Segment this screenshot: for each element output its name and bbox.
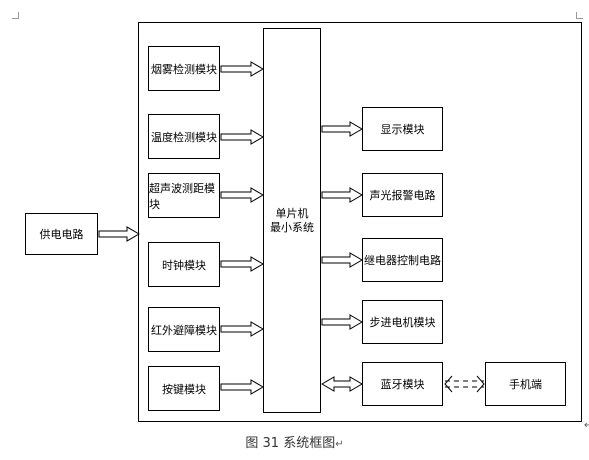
- arrow-ultrasonic-to-mcu: [220, 187, 264, 203]
- temp-detect-block: 温度检测模块: [148, 114, 220, 159]
- alarm-label: 声光报警电路: [369, 189, 436, 202]
- ir-obstacle-label: 红外避障模块: [151, 323, 217, 337]
- ultrasonic-label: 超声波测距模块: [149, 181, 215, 211]
- arrow-keys-to-mcu: [220, 379, 264, 395]
- ir-obstacle-block: 红外避障模块: [148, 307, 220, 352]
- temp-detect-label: 温度检测模块: [151, 130, 217, 144]
- ultrasonic-block: 超声波测距模块: [148, 173, 220, 218]
- arrow-ir-to-mcu: [220, 321, 264, 337]
- wireless-link-dashed: [445, 380, 484, 388]
- caption-return-mark: ↵: [335, 439, 344, 450]
- mcu-label-line1: 单片机: [275, 206, 309, 220]
- arrow-mcu-bluetooth-bidirectional: [321, 376, 363, 392]
- relay-block: 继电器控制电路: [362, 238, 443, 282]
- display-label: 显示模块: [380, 123, 425, 136]
- arrow-smoke-to-mcu: [220, 61, 264, 77]
- return-mark-frame: ↵: [584, 420, 589, 431]
- arrow-mcu-to-relay: [321, 252, 363, 268]
- figure-caption: 图 31 系统框图↵: [0, 432, 589, 451]
- stepper-block: 步进电机模块: [362, 300, 443, 344]
- arrow-mcu-to-display: [321, 121, 363, 137]
- relay-label: 继电器控制电路: [364, 254, 441, 267]
- stepper-label: 步进电机模块: [369, 316, 436, 329]
- arrow-clock-to-mcu: [220, 256, 264, 272]
- clock-block: 时钟模块: [148, 242, 220, 287]
- phone-block: 手机端: [485, 362, 566, 406]
- smoke-detect-label: 烟雾检测模块: [151, 62, 217, 76]
- mcu-label-line2: 最小系统: [270, 220, 314, 234]
- power-supply-label: 供电电路: [39, 228, 84, 241]
- arrow-temp-to-mcu: [220, 129, 264, 145]
- bluetooth-block: 蓝牙模块: [362, 362, 443, 406]
- bluetooth-label: 蓝牙模块: [380, 378, 425, 391]
- arrow-power-to-frame: [98, 226, 140, 242]
- figure-caption-text: 图 31 系统框图: [245, 436, 336, 451]
- arrow-mcu-to-stepper: [321, 314, 363, 330]
- smoke-detect-block: 烟雾检测模块: [148, 46, 220, 91]
- corner-mark-tl: [12, 12, 19, 19]
- power-supply-block: 供电电路: [25, 213, 98, 255]
- wireless-arrowhead-left: [444, 375, 453, 393]
- keys-block: 按键模块: [148, 366, 220, 411]
- phone-label: 手机端: [509, 378, 542, 391]
- alarm-block: 声光报警电路: [362, 173, 443, 217]
- corner-mark-tr: [576, 12, 583, 19]
- clock-label: 时钟模块: [162, 258, 206, 272]
- display-block: 显示模块: [362, 107, 443, 151]
- mcu-block: 单片机 最小系统: [263, 28, 321, 413]
- wireless-arrowhead-right: [476, 375, 485, 393]
- arrow-mcu-to-alarm: [321, 187, 363, 203]
- keys-label: 按键模块: [162, 382, 206, 396]
- system-frame: [138, 22, 582, 422]
